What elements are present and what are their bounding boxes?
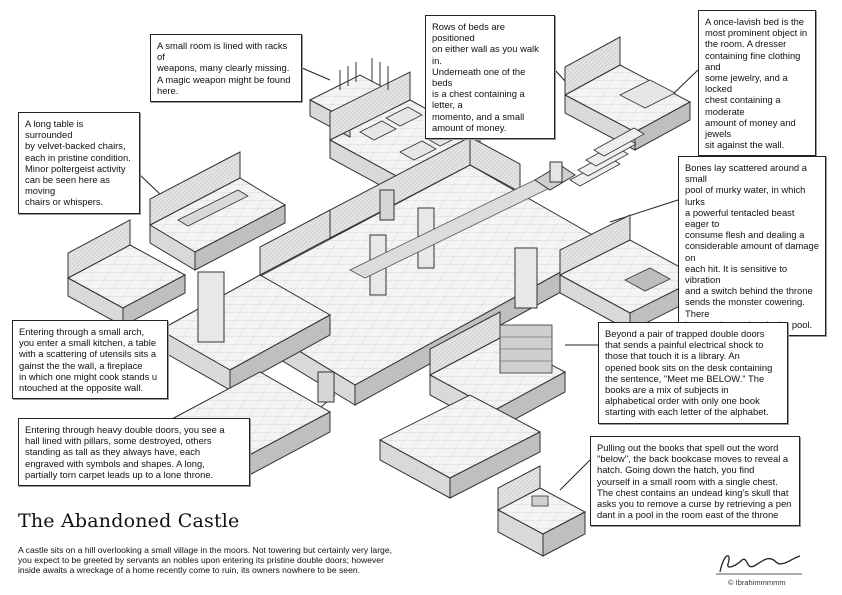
artist-credit: © Ibrahimmmmm xyxy=(728,578,786,587)
dining-table xyxy=(177,189,249,227)
castle-walls xyxy=(67,36,631,511)
library-bookcase xyxy=(499,324,553,374)
lavish-bed xyxy=(619,79,676,109)
weapon-racks xyxy=(339,58,389,90)
murky-pool xyxy=(624,267,671,292)
map-title: The Abandoned Castle xyxy=(18,510,240,532)
callout-dining: A long table is surrounded by velvet-bac… xyxy=(18,112,140,214)
callout-hatch: Pulling out the books that spell out the… xyxy=(590,436,800,527)
callout-armory: A small room is lined with racks of weap… xyxy=(150,34,302,103)
map-description: A castle sits on a hill overlooking a sm… xyxy=(18,545,392,576)
callout-bedroom: A once-lavish bed is the most prominent … xyxy=(698,10,816,157)
throne xyxy=(534,161,576,191)
callout-hall: Entering through heavy double doors, you… xyxy=(18,418,250,487)
callout-library: Beyond a pair of trapped double doors th… xyxy=(598,322,788,424)
artist-signature xyxy=(716,555,802,575)
hall-pillars xyxy=(197,189,538,403)
callout-pool: Bones lay scattered around a small pool … xyxy=(678,156,826,337)
bedroom-stairs xyxy=(569,127,645,187)
callout-beds: Rows of beds are positioned on either wa… xyxy=(425,15,555,140)
hatch-chest xyxy=(531,495,549,507)
callout-kitchen: Entering through a small arch, you enter… xyxy=(12,320,168,400)
